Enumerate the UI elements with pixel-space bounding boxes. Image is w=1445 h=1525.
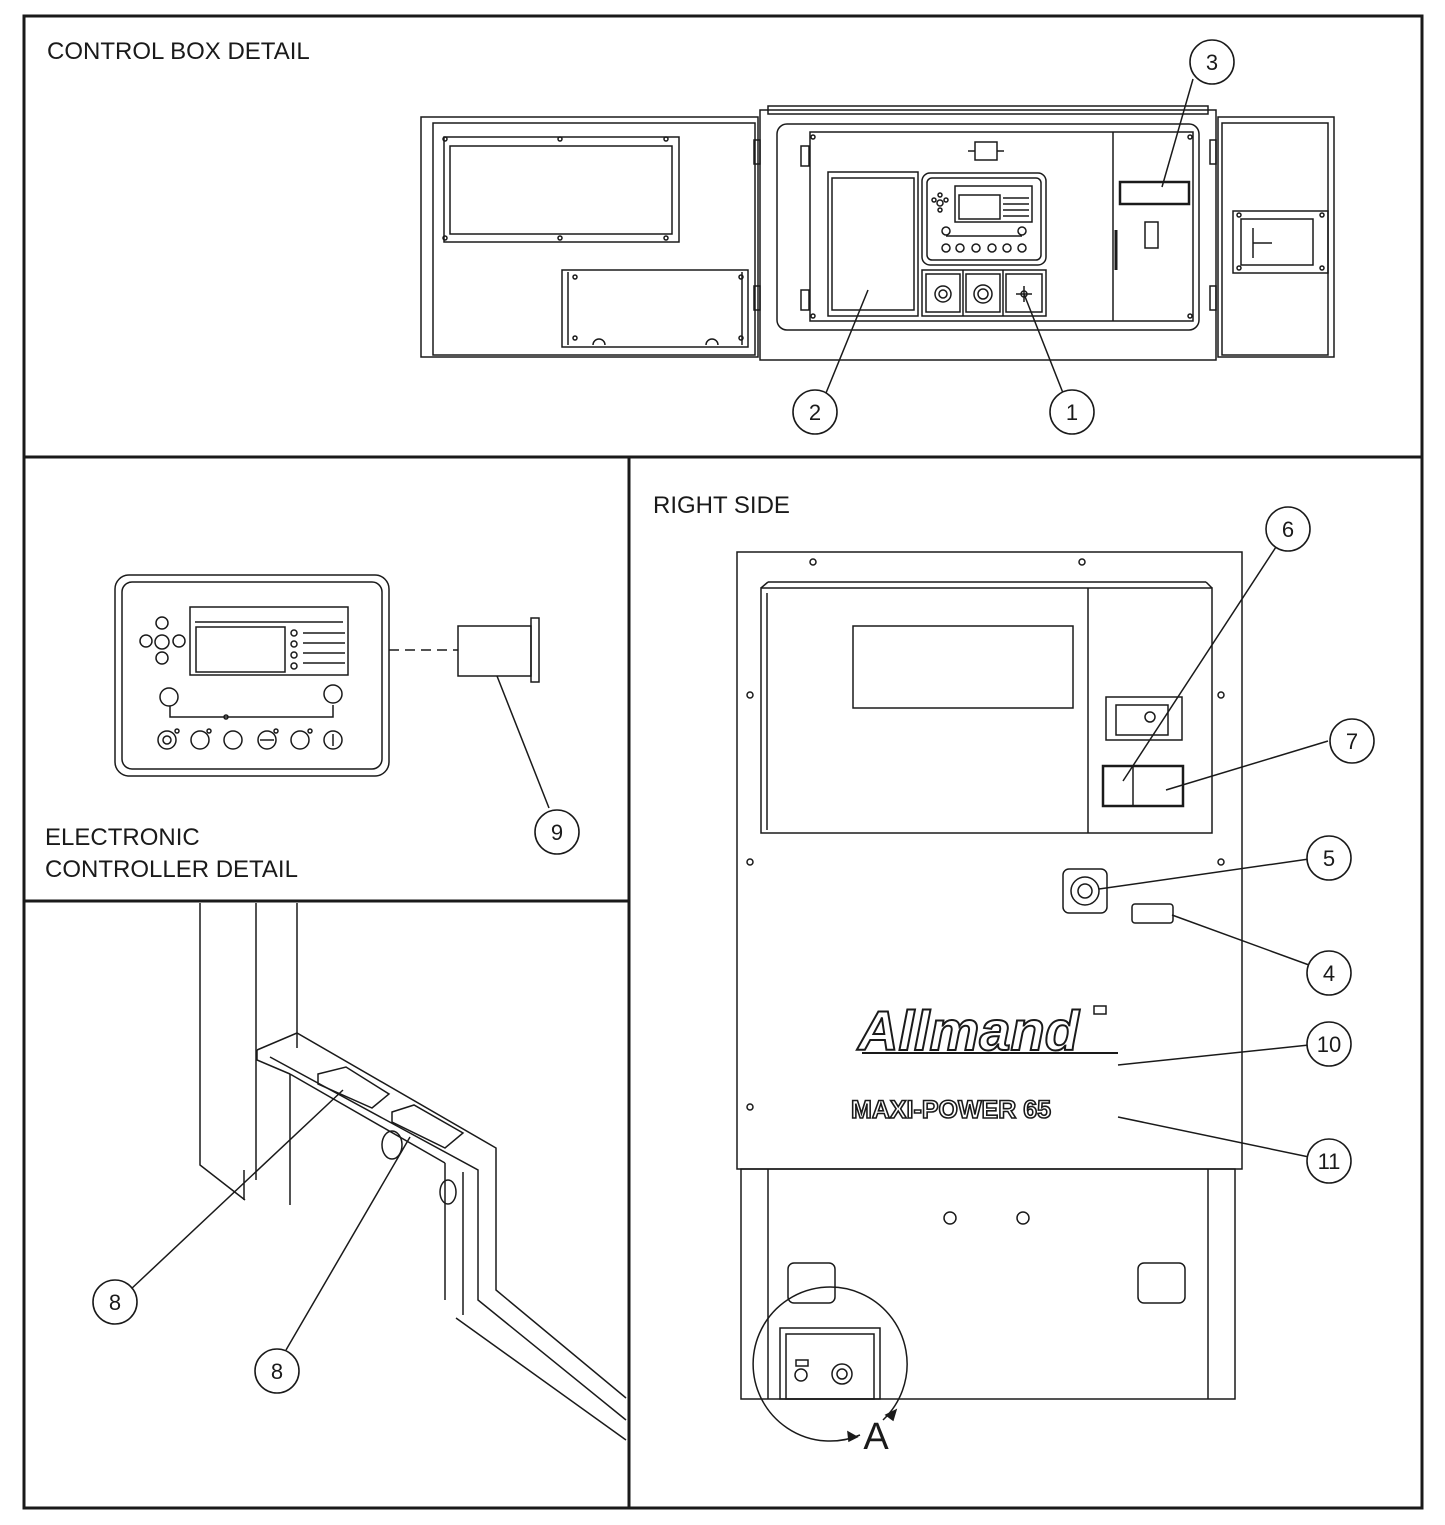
frame-cutaway-drawing xyxy=(129,903,627,1441)
allmand-logo: Allmand xyxy=(856,999,1081,1062)
callout-numbers: 3 2 1 9 8 8 6 7 5 4 10 11 xyxy=(109,50,1358,1384)
callout-bubble-9 xyxy=(534,809,580,855)
callout-bubble-10 xyxy=(1306,1021,1352,1067)
controller-drawing xyxy=(114,574,550,809)
right-side-drawing xyxy=(736,551,1243,1443)
callout-4: 4 xyxy=(1323,961,1335,986)
callout-bubble-11 xyxy=(1306,1138,1352,1184)
control-box-title: CONTROL BOX DETAIL xyxy=(47,38,310,65)
callout-bubble-3 xyxy=(1189,39,1235,85)
callout-bubble-4 xyxy=(1306,950,1352,996)
control-box-drawing xyxy=(420,105,1335,361)
callout-11: 11 xyxy=(1318,1149,1341,1174)
model-name: MAXI-POWER 65 xyxy=(851,1096,1051,1124)
callout-8a: 8 xyxy=(109,1290,121,1315)
callout-5: 5 xyxy=(1323,846,1335,871)
callout-bubbles xyxy=(92,39,1375,1394)
detail-marker-a: A xyxy=(863,1416,889,1458)
callout-bubble-8a xyxy=(92,1279,138,1325)
callout-1: 1 xyxy=(1066,400,1078,425)
callout-bubble-2 xyxy=(792,389,838,435)
callout-2: 2 xyxy=(809,400,821,425)
callout-bubble-5 xyxy=(1306,835,1352,881)
control-box-leaders xyxy=(825,78,1194,394)
callout-9: 9 xyxy=(551,820,563,845)
right-side-title: RIGHT SIDE xyxy=(653,492,790,519)
controller-title-line2: CONTROLLER DETAIL xyxy=(45,856,298,883)
callout-3: 3 xyxy=(1206,50,1218,75)
callout-7: 7 xyxy=(1346,729,1358,754)
callout-bubble-7 xyxy=(1329,718,1375,764)
panel-frames xyxy=(22,14,1424,1510)
callout-bubble-1 xyxy=(1049,389,1095,435)
callout-6: 6 xyxy=(1282,517,1294,542)
callout-bubble-6 xyxy=(1265,506,1311,552)
callout-8b: 8 xyxy=(271,1359,283,1384)
callout-bubble-8b xyxy=(254,1348,300,1394)
controller-title-line1: ELECTRONIC xyxy=(45,824,200,851)
right-side-leaders xyxy=(1098,546,1329,1158)
callout-10: 10 xyxy=(1317,1032,1341,1057)
